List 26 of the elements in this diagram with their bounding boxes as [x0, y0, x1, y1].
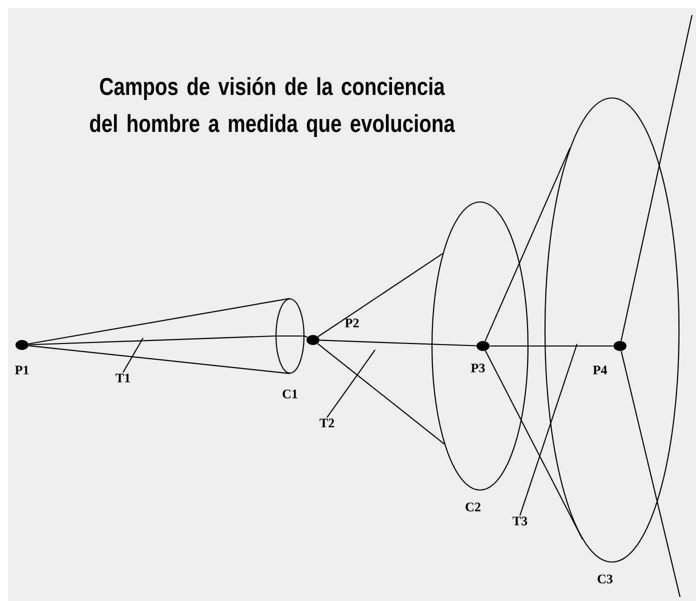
leader-line [326, 350, 376, 418]
point-label: C1 [282, 390, 298, 398]
line [28, 298, 290, 344]
point-label: P3 [471, 364, 485, 372]
pointer-label: T1 [116, 374, 130, 382]
pointer-label: T2 [320, 418, 334, 428]
line [318, 253, 443, 338]
title: Campos de visión de la conciencia del hombre a medida que evoluciona [90, 76, 455, 138]
line [28, 335, 276, 346]
line [317, 343, 445, 444]
point-label: P1 [15, 366, 29, 374]
point-label: P2 [345, 318, 359, 328]
pointer-label: T3 [512, 516, 528, 526]
line [304, 336, 308, 338]
point-label: C3 [598, 574, 612, 584]
line [490, 345, 614, 347]
line [484, 148, 570, 342]
line [620, 14, 693, 341]
leader-line [519, 344, 578, 516]
leader-line [122, 338, 144, 373]
line [620, 350, 681, 598]
point-label: C2 [466, 502, 480, 512]
line [28, 345, 290, 374]
point-label: P4 [593, 366, 607, 374]
line [320, 340, 476, 346]
line [485, 350, 584, 540]
